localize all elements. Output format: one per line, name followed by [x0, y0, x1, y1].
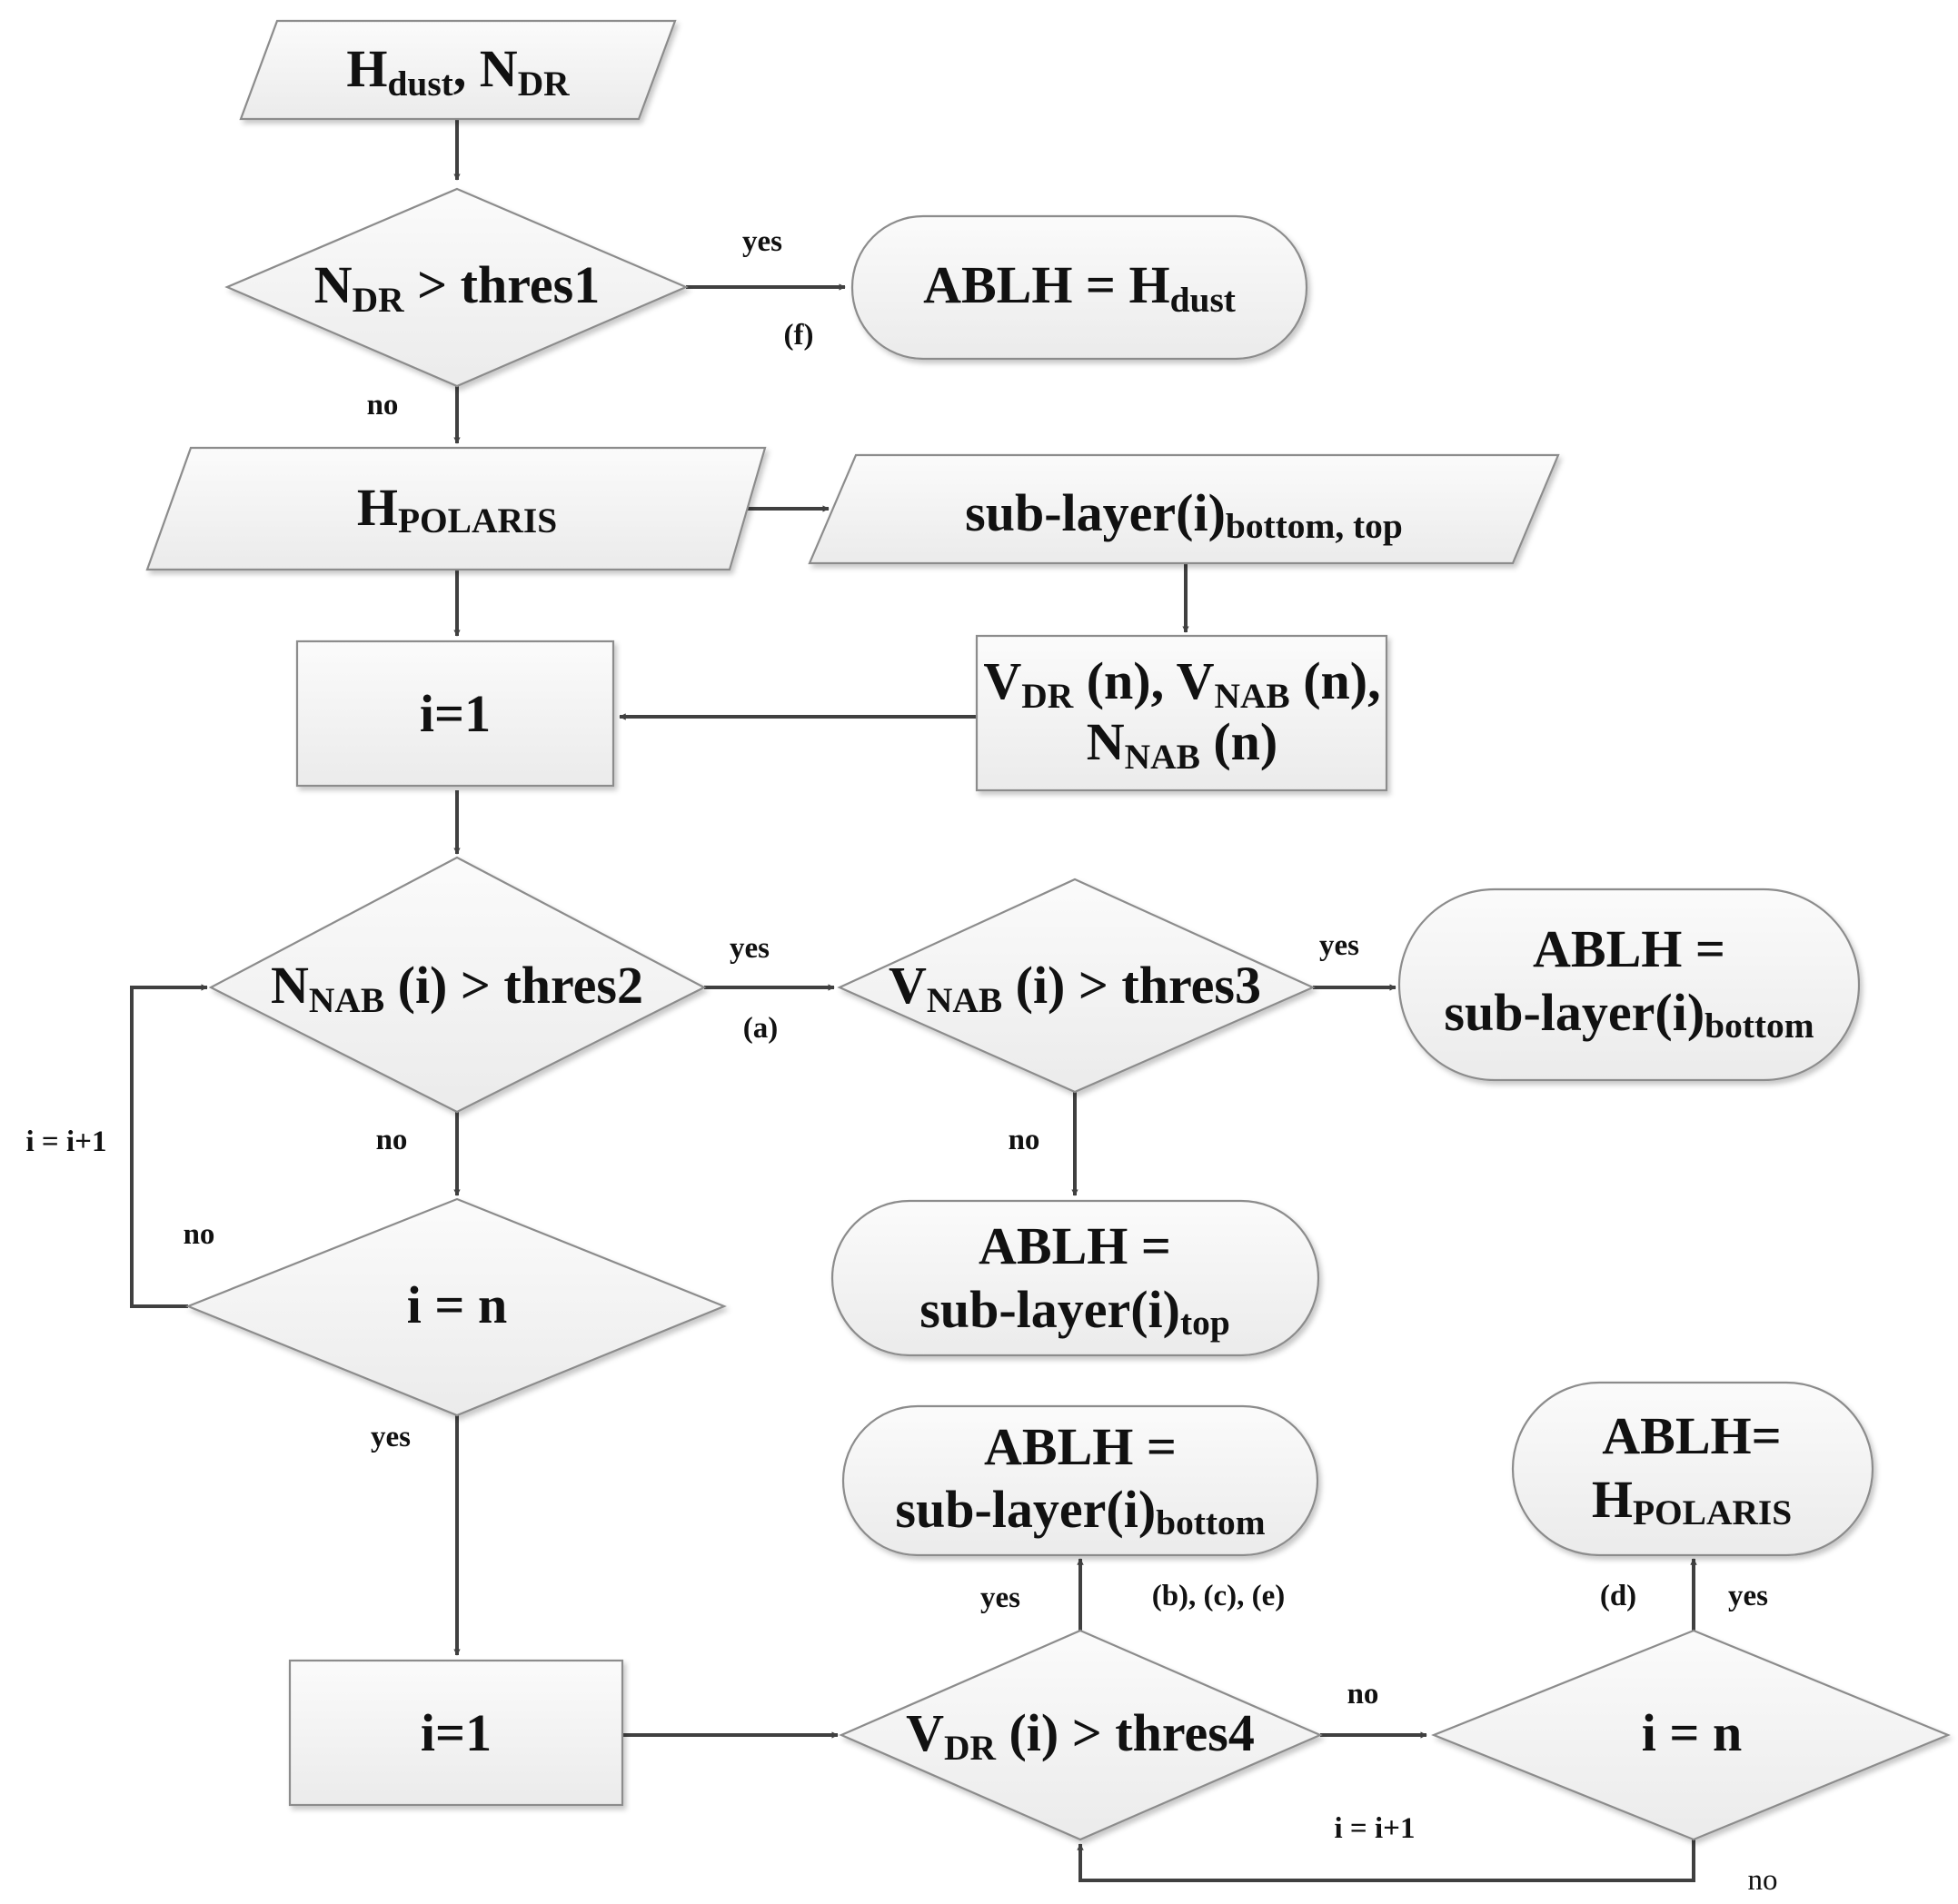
input-hdust-ndr: Hdust, NDR: [239, 19, 677, 121]
decision-nnab-thres2-label: NNAB (i) > thres2: [271, 956, 643, 1020]
label-no-dec5: no: [1347, 1678, 1379, 1711]
label-no-dec3: no: [1009, 1124, 1040, 1156]
input-hdust-ndr-label: Hdust, NDR: [346, 39, 570, 104]
label-yes-dec3: yes: [1319, 929, 1359, 962]
process-init-i1-first-label: i=1: [420, 684, 491, 743]
terminal-ablh-hpolaris-line2: HPOLARIS: [1592, 1470, 1792, 1532]
terminal-ablh-sublayer-bottom-1: ABLH = sub-layer(i)bottom: [1397, 888, 1861, 1082]
terminal-ablh-sublayer-bottom-2-line1: ABLH =: [984, 1417, 1177, 1476]
label-yes-dec4: yes: [371, 1421, 411, 1453]
terminal-ablh-sublayer-bottom-2-line2: sub-layer(i)bottom: [895, 1480, 1265, 1542]
input-hpolaris: HPOLARIS: [145, 446, 767, 571]
input-sublayer: sub-layer(i)bottom, top: [808, 453, 1560, 565]
terminal-ablh-hpolaris: ABLH= HPOLARIS: [1511, 1381, 1874, 1557]
decision-i-equals-n-2-label: i = n: [1642, 1703, 1742, 1762]
decision-nnab-thres2: NNAB (i) > thres2: [208, 856, 707, 1114]
label-yes-dec6: yes: [1728, 1580, 1768, 1612]
terminal-ablh-hdust: ABLH = Hdust: [850, 214, 1308, 361]
connectors: [130, 119, 1697, 1882]
process-vectors-line2: NNAB (n): [1087, 712, 1278, 777]
label-no-dec4: no: [184, 1218, 215, 1251]
decision-vdr-thres4: VDR (i) > thres4: [839, 1629, 1323, 1841]
decision-ndr-thres1-label: NDR > thres1: [314, 255, 600, 320]
process-init-i1-second: i=1: [288, 1659, 624, 1807]
input-hpolaris-label: HPOLARIS: [357, 478, 557, 540]
decision-i-equals-n-1-label: i = n: [407, 1275, 507, 1334]
terminal-ablh-sublayer-bottom-1-line1: ABLH =: [1533, 919, 1725, 978]
decision-ndr-thres1: NDR > thres1: [224, 187, 689, 388]
terminal-ablh-sublayer-bottom-1-line2: sub-layer(i)bottom: [1444, 983, 1814, 1046]
process-vectors: VDR (n), VNAB (n), NNAB (n): [975, 634, 1388, 792]
decision-vnab-thres3: VNAB (i) > thres3: [837, 878, 1316, 1094]
decision-i-equals-n-1: i = n: [185, 1197, 727, 1417]
edge-labels: yes (f) no yes (a) yes no no i = i+1 no …: [26, 225, 1778, 1897]
terminal-ablh-hdust-label: ABLH = Hdust: [923, 255, 1236, 320]
label-d: (d): [1600, 1580, 1636, 1612]
arrow-loop-back-dec2: [130, 984, 208, 1308]
label-yes-dec5: yes: [980, 1582, 1020, 1614]
process-init-i1-second-label: i=1: [421, 1703, 492, 1762]
input-sublayer-label: sub-layer(i)bottom, top: [965, 483, 1403, 546]
terminal-ablh-sublayer-top-line1: ABLH =: [979, 1216, 1171, 1275]
decision-vnab-thres3-label: VNAB (i) > thres3: [889, 956, 1261, 1020]
label-no-dec1: no: [367, 389, 399, 421]
label-f: (f): [784, 319, 814, 352]
terminal-ablh-sublayer-top: ABLH = sub-layer(i)top: [830, 1199, 1320, 1357]
label-loop-i-plus-1-left: i = i+1: [26, 1126, 107, 1158]
label-a: (a): [743, 1012, 778, 1045]
process-init-i1-first: i=1: [295, 640, 615, 788]
terminal-ablh-hpolaris-line1: ABLH=: [1602, 1406, 1781, 1465]
arrow-loop-back-dec5: [1077, 1840, 1695, 1882]
decision-i-equals-n-2: i = n: [1431, 1629, 1951, 1841]
label-no-dec6: no: [1748, 1864, 1778, 1897]
label-yes-dec1: yes: [742, 225, 782, 258]
label-yes-dec2: yes: [730, 932, 770, 965]
label-bce: (b), (c), (e): [1152, 1580, 1286, 1612]
label-loop-i-plus-1-right: i = i+1: [1335, 1812, 1416, 1845]
terminal-ablh-sublayer-top-line2: sub-layer(i)top: [919, 1280, 1230, 1343]
label-no-dec2: no: [376, 1124, 408, 1156]
decision-vdr-thres4-label: VDR (i) > thres4: [906, 1703, 1255, 1768]
process-vectors-line1: VDR (n), VNAB (n),: [983, 651, 1380, 716]
terminal-ablh-sublayer-bottom-2: ABLH = sub-layer(i)bottom: [841, 1404, 1319, 1557]
